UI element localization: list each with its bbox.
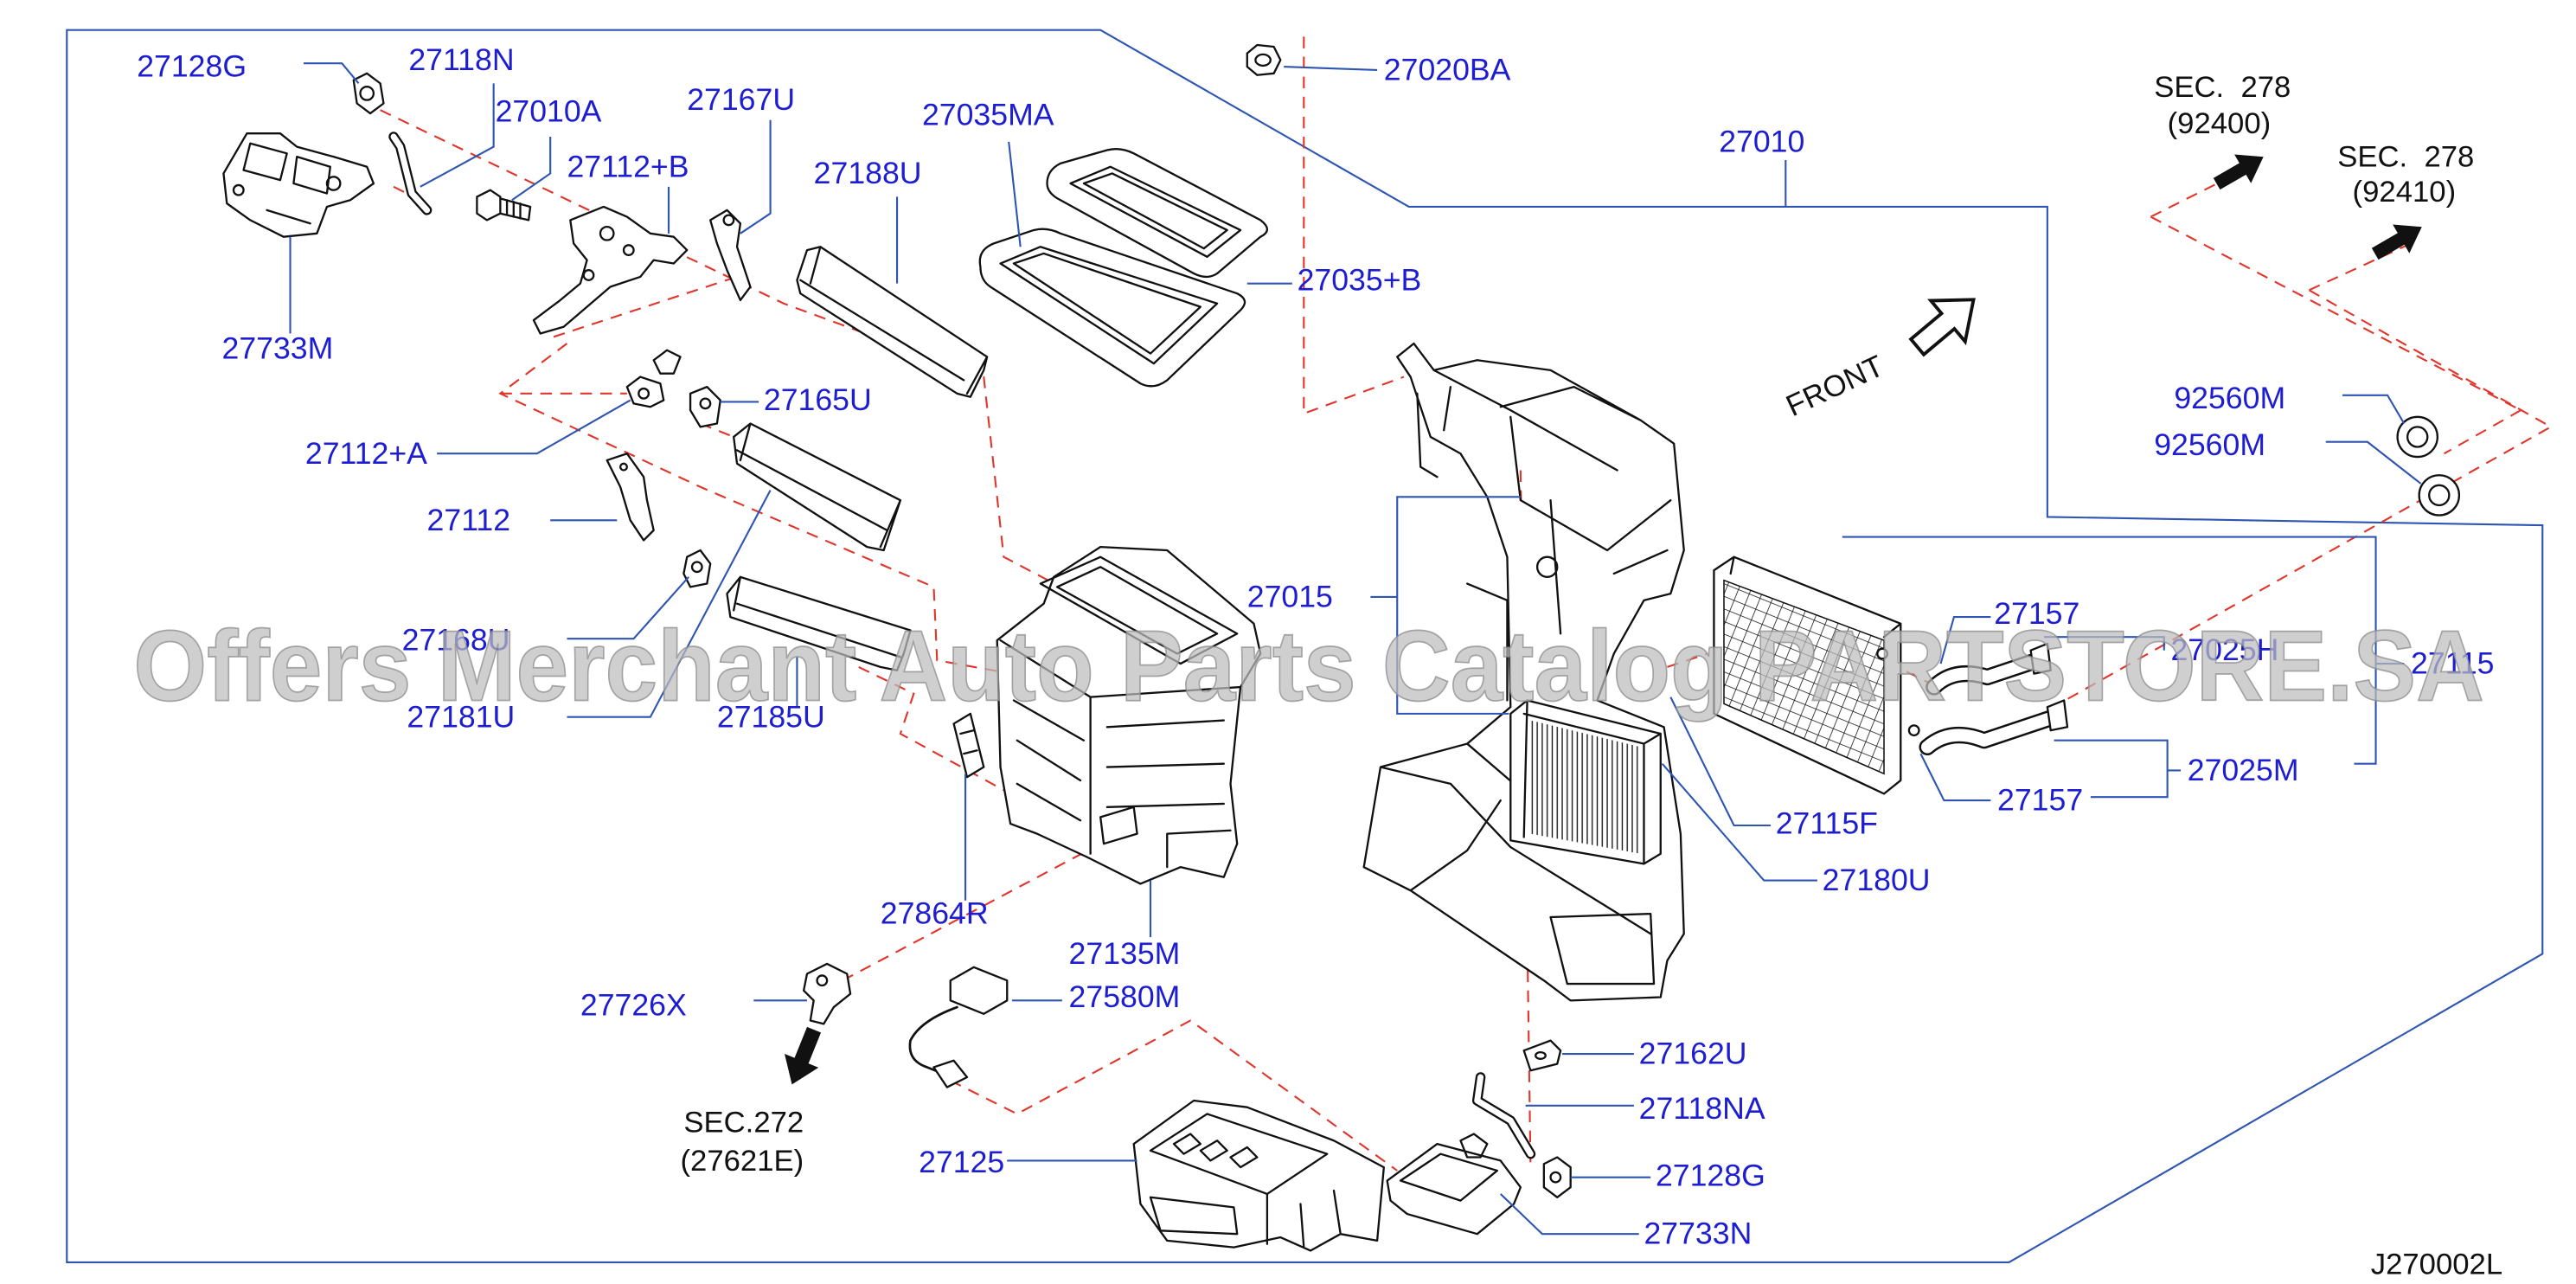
- part-27733n-actuator: [1386, 1133, 1522, 1236]
- sec-278-label-a: SEC. 278: [2154, 71, 2291, 104]
- part-27118na-rod-core: [1474, 1074, 1534, 1158]
- part-27035b-seal: [978, 228, 1246, 388]
- callout-27115: 27115: [2411, 646, 2494, 681]
- callout-27157-lower: 27157: [1997, 783, 2083, 818]
- callout-27025h: 27025H: [2170, 632, 2278, 667]
- part-27580m-harness-connectors: [932, 966, 1009, 1088]
- part-27128g-cap-lower: [1542, 1156, 1572, 1198]
- callout-27035ma: 27035MA: [922, 98, 1054, 132]
- callout-27112b: 27112+B: [567, 149, 689, 183]
- callout-27733m: 27733M: [222, 331, 334, 365]
- part-27112-link: [606, 453, 655, 542]
- callout-27128g-upper: 27128G: [137, 49, 247, 84]
- part-92560m-grommet-upper: [2396, 415, 2439, 459]
- part-92560m-grommet-lower: [2418, 474, 2461, 517]
- callout-27020ba: 27020BA: [1384, 53, 1511, 87]
- callout-27112: 27112: [427, 503, 510, 537]
- callout-27025m: 27025M: [2188, 753, 2299, 787]
- part-27864r-bracket: [952, 712, 985, 779]
- callout-27118n: 27118N: [408, 42, 514, 77]
- callout-27035b: 27035+B: [1298, 262, 1422, 297]
- part-27733m-actuator: [222, 132, 375, 238]
- part-27165u-lever: [689, 385, 721, 428]
- sec-278-label-b: SEC. 278: [2337, 141, 2474, 174]
- callout-27010a: 27010A: [496, 94, 602, 129]
- callout-27128g-lower: 27128G: [1656, 1158, 1765, 1192]
- part-27181u-door: [733, 422, 902, 552]
- callout-27010: 27010: [1719, 124, 1804, 158]
- part-27185u-door: [726, 575, 912, 671]
- callout-27181u: 27181U: [407, 699, 515, 734]
- sec-278-ref-a: (92400): [2168, 107, 2272, 140]
- front-label: FRONT: [1781, 350, 1888, 423]
- part-27115-heater-core-grid: [1723, 579, 1885, 775]
- part-27020ba-nut: [1246, 43, 1282, 76]
- callout-27180u: 27180U: [1823, 863, 1931, 897]
- part-27128g-cap-upper: [352, 72, 385, 115]
- callout-27165u: 27165U: [764, 382, 872, 417]
- callout-92560m-upper: 92560M: [2174, 381, 2285, 415]
- sec-272-ref: (27621E): [681, 1145, 804, 1178]
- part-27162u-clip: [1522, 1039, 1562, 1072]
- front-arrow-icon: [1908, 298, 1976, 357]
- callout-27125: 27125: [919, 1145, 1004, 1179]
- part-27726x-sensor: [802, 962, 852, 1025]
- sec-278-92400-arrow-icon: [2213, 154, 2264, 190]
- callout-27864r: 27864R: [881, 896, 989, 931]
- assembly-27010-border: [66, 29, 2544, 1264]
- callout-27733n: 27733N: [1644, 1217, 1752, 1251]
- callout-27115f: 27115F: [1776, 806, 1878, 841]
- callout-27162u: 27162U: [1639, 1037, 1747, 1071]
- callout-27185u: 27185U: [717, 699, 825, 734]
- callout-27118na: 27118NA: [1639, 1091, 1765, 1126]
- callout-27580m: 27580M: [1069, 979, 1181, 1014]
- part-27167u-link: [709, 209, 752, 302]
- sec-272-arrow-icon: [785, 1026, 822, 1085]
- callout-27112a: 27112+A: [305, 436, 427, 471]
- part-pipe-o-rings: [1876, 642, 2069, 737]
- part-27112b-bracket: [532, 205, 689, 335]
- part-27035ma-seal: [1046, 148, 1269, 279]
- callout-27188u: 27188U: [814, 156, 922, 190]
- part-27157-pipe-upper-core: [1927, 654, 2044, 694]
- callout-92560m-lower: 92560M: [2154, 427, 2265, 462]
- callout-27015: 27015: [1247, 580, 1333, 614]
- callout-27135m: 27135M: [1069, 936, 1181, 971]
- part-27112a-link: [625, 349, 682, 408]
- sec-278-92410-arrow-icon: [2371, 224, 2422, 260]
- callout-27168u: 27168U: [402, 623, 510, 658]
- leader-lines: [289, 62, 2422, 1236]
- sec-278-ref-b: (92410): [2353, 176, 2457, 209]
- part-27180u-evaporator-fins: [1530, 720, 1641, 854]
- part-27010a-bolt: [476, 189, 532, 221]
- diagram-code: J270002L: [2371, 1248, 2502, 1281]
- part-27188u-door: [796, 246, 989, 398]
- part-27157-pipe-lower-core: [1920, 710, 2060, 754]
- part-27580m-harness-cable: [908, 1005, 958, 1075]
- callout-27157-upper: 27157: [1994, 596, 2079, 631]
- sec-272-label: SEC.272: [683, 1107, 804, 1140]
- part-27125-case: [1132, 1099, 1385, 1252]
- part-27118n-rod-core: [390, 133, 431, 214]
- part-27168u-plate: [682, 549, 712, 588]
- part-27135m-heater-case: [996, 545, 1262, 885]
- callout-27167u: 27167U: [687, 82, 795, 117]
- callout-27726x: 27726X: [580, 988, 687, 1023]
- watermark: Offers Merchant Auto Parts Catalog PARTS…: [133, 609, 2483, 722]
